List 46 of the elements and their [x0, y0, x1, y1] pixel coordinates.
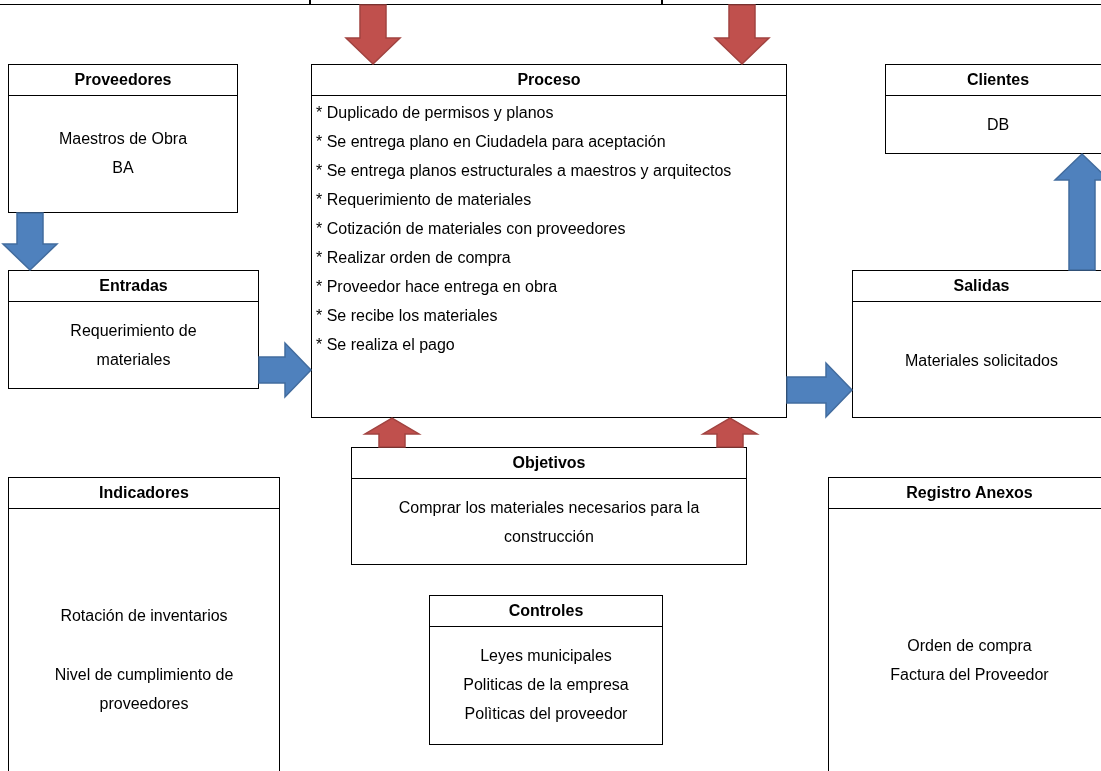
process-panel — [828, 477, 1101, 771]
process-panel — [351, 447, 747, 565]
panel-heading: Clientes — [886, 65, 1101, 96]
panel-heading: Indicadores — [9, 478, 279, 509]
list-item: * Se realiza el pago — [316, 335, 455, 355]
panel-text: Maestros de Obra BA — [57, 129, 189, 178]
block-arrow — [362, 417, 422, 448]
process-panel — [311, 64, 787, 418]
block-arrow — [258, 341, 313, 399]
panel-text: Materiales solicitados — [905, 351, 1058, 371]
list-item: * Se recibe los materiales — [316, 306, 498, 326]
panel-heading: Salidas — [853, 271, 1101, 302]
panel-heading: Registro Anexos — [829, 478, 1101, 509]
panel-text: Polìticas del proveedor — [464, 704, 628, 724]
block-arrow — [1, 212, 59, 272]
process-panel — [8, 477, 280, 771]
block-arrow — [786, 361, 854, 419]
list-item: * Se entrega plano en Ciudadela para aceptación — [316, 132, 666, 152]
list-item: * Cotización de materiales con proveedores — [316, 219, 626, 239]
block-arrow — [713, 4, 771, 66]
panel-text: Orden de compra — [907, 636, 1032, 656]
block-arrow — [700, 417, 760, 448]
process-panel — [429, 595, 663, 745]
panel-heading: Proveedores — [9, 65, 237, 96]
block-arrow — [1053, 152, 1101, 271]
panel-text: Rotación de inventarios — [60, 606, 228, 626]
list-item: * Proveedor hace entrega en obra — [316, 277, 558, 297]
panel-heading: Entradas — [9, 271, 258, 302]
panel-text: Nivel de cumplimiento de proveedores — [53, 665, 235, 714]
panel-heading: Proceso — [312, 65, 786, 96]
panel-heading: Controles — [430, 596, 662, 627]
process-panel — [8, 270, 259, 389]
panel-text: Factura del Proveedor — [890, 665, 1049, 685]
process-panel — [885, 64, 1101, 154]
process-panel — [852, 270, 1101, 418]
panel-text: Requerimiento de materiales — [69, 321, 198, 370]
list-item: * Duplicado de permisos y planos — [316, 103, 554, 123]
panel-text: Comprar los materiales necesarios para la construcción — [397, 498, 701, 547]
panel-text: Politicas de la empresa — [463, 675, 629, 695]
panel-text: Leyes municipales — [480, 646, 612, 666]
panel-text: DB — [986, 115, 1010, 135]
process-panel — [8, 64, 238, 213]
list-item: * Se entrega planos estructurales a maestros y arquitectos — [316, 161, 732, 181]
block-arrow — [344, 4, 402, 66]
list-item: * Requerimiento de materiales — [316, 190, 532, 210]
list-item: * Realizar orden de compra — [316, 248, 511, 268]
